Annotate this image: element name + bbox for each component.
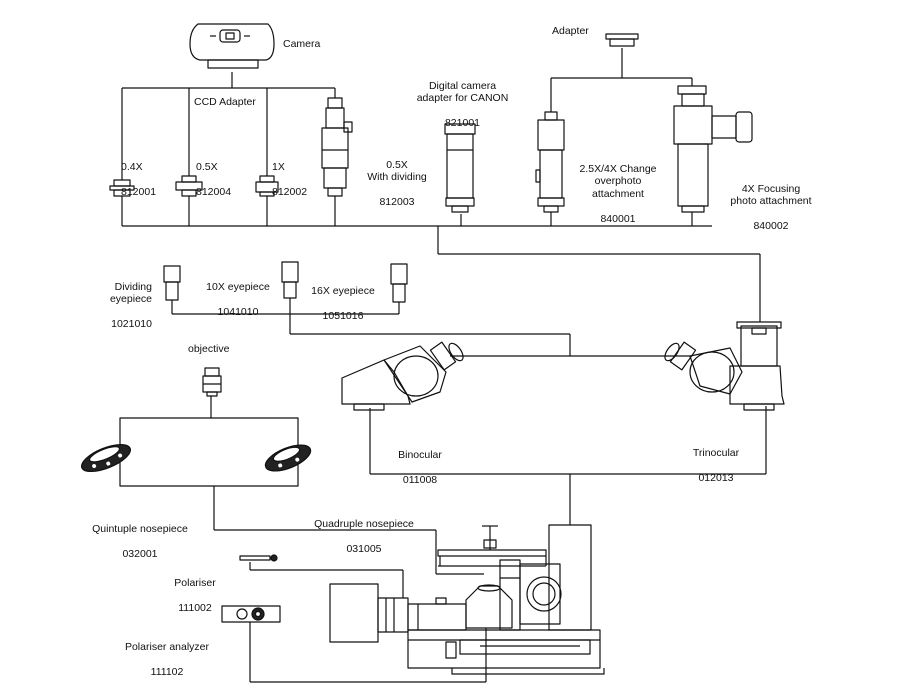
camera-label: Camera xyxy=(283,38,321,50)
ccd-adapter-1x-code: 812002 xyxy=(272,185,308,198)
quadruple-nosepiece-label: Quadruple nosepiece 031005 xyxy=(300,505,428,568)
eyepiece-10x-name: 10X eyepiece xyxy=(206,280,270,293)
ccd-adapter-label: CCD Adapter xyxy=(194,96,256,108)
change-attachment-label: 2.5X/4X Change overphoto attachment 8400… xyxy=(566,150,670,238)
eyepiece-10x-code: 1041010 xyxy=(217,305,259,318)
objective-label: objective xyxy=(188,343,230,355)
polariser-code: 111002 xyxy=(178,601,212,614)
quadruple-nosepiece-name: Quadruple nosepiece xyxy=(314,517,414,530)
quadruple-nosepiece-code: 031005 xyxy=(346,542,382,555)
polariser-name: Polariser xyxy=(174,576,216,589)
dividing-eyepiece-icon xyxy=(163,265,181,301)
ccd-adapter-0-5x-icon xyxy=(175,175,203,197)
dividing-eyepiece-name: Dividing eyepiece xyxy=(109,280,152,306)
dividing-eyepiece-label: Dividing eyepiece 1021010 xyxy=(86,268,152,343)
trinocular-label: Trinocular 012013 xyxy=(676,434,756,497)
ccd-adapter-0-4x-code: 812001 xyxy=(121,185,157,198)
binocular-label: Binocular 011008 xyxy=(382,436,458,499)
quadruple-nosepiece-icon xyxy=(264,444,312,472)
ccd-adapter-0-5x-label: 0.5X 812004 xyxy=(196,148,231,211)
eyepiece-16x-code: 1051016 xyxy=(322,309,364,322)
ccd-adapter-dividing-icon xyxy=(321,97,353,197)
polariser-analyzer-code: 111102 xyxy=(150,665,184,678)
microscope-body-icon xyxy=(329,524,605,675)
eyepiece-16x-label: 16X eyepiece 1051016 xyxy=(300,272,386,335)
trinocular-code: 012013 xyxy=(698,471,734,484)
focusing-attachment-code: 840002 xyxy=(753,220,789,232)
quintuple-nosepiece-label: Quintuple nosepiece 032001 xyxy=(76,510,204,573)
binocular-head-icon xyxy=(341,341,464,411)
ccd-adapter-1x-icon xyxy=(255,175,279,197)
polariser-analyzer-label: Polariser analyzer 111102 xyxy=(110,628,224,691)
digital-camera-adapter-name: Digital camera adapter for CANON xyxy=(416,79,509,105)
quintuple-nosepiece-code: 032001 xyxy=(122,547,158,560)
change-attachment-code: 840001 xyxy=(600,212,636,225)
ccd-adapter-0-5x-code: 812004 xyxy=(196,185,232,198)
ccd-adapter-1x-magnification: 1X xyxy=(272,160,285,173)
adapter-icon xyxy=(605,33,639,47)
polariser-analyzer-name: Polariser analyzer xyxy=(124,640,210,653)
adapter-label: Adapter xyxy=(552,25,589,37)
eyepiece-16x-name: 16X eyepiece xyxy=(311,284,375,297)
ccd-adapter-dividing-code: 812003 xyxy=(379,196,415,208)
ccd-adapter-dividing-label: 0.5X With dividing 812003 xyxy=(352,146,442,221)
ccd-adapter-0-4x-icon xyxy=(109,179,135,197)
ccd-adapter-0-5x-magnification: 0.5X xyxy=(196,160,218,173)
ccd-adapter-0-4x-magnification: 0.4X xyxy=(121,160,143,173)
ccd-adapter-dividing-name: 0.5X With dividing xyxy=(367,158,427,184)
digital-camera-adapter-code: 821001 xyxy=(444,117,481,129)
digital-camera-adapter-icon xyxy=(444,123,476,213)
eyepiece-10x-label: 10X eyepiece 1041010 xyxy=(196,268,280,331)
camera-icon xyxy=(189,23,275,69)
objective-icon xyxy=(202,367,222,397)
focusing-attachment-label: 4X Focusing photo attachment 840002 xyxy=(716,170,826,245)
binocular-name: Binocular xyxy=(398,448,442,461)
focusing-attachment-name: 4X Focusing photo attachment xyxy=(730,182,812,208)
trinocular-name: Trinocular xyxy=(692,446,740,459)
eyepiece-10x-icon xyxy=(281,261,299,299)
focusing-attachment-icon xyxy=(673,85,753,213)
eyepiece-16x-icon xyxy=(390,263,408,303)
ccd-adapter-0-4x-label: 0.4X 812001 xyxy=(121,148,156,211)
change-attachment-name: 2.5X/4X Change overphoto attachment xyxy=(579,162,657,200)
quintuple-nosepiece-icon xyxy=(81,443,131,473)
polariser-icon xyxy=(239,554,278,562)
trinocular-head-icon xyxy=(664,321,785,411)
polariser-analyzer-icon xyxy=(221,605,281,623)
ccd-adapter-1x-label: 1X 812002 xyxy=(272,148,307,211)
dividing-eyepiece-code: 1021010 xyxy=(111,318,152,330)
binocular-code: 011008 xyxy=(402,473,438,486)
quintuple-nosepiece-name: Quintuple nosepiece xyxy=(92,522,188,535)
change-attachment-icon xyxy=(535,111,565,213)
digital-camera-adapter-label: Digital camera adapter for CANON 821001 xyxy=(405,67,520,142)
polariser-label: Polariser 111002 xyxy=(160,564,230,627)
